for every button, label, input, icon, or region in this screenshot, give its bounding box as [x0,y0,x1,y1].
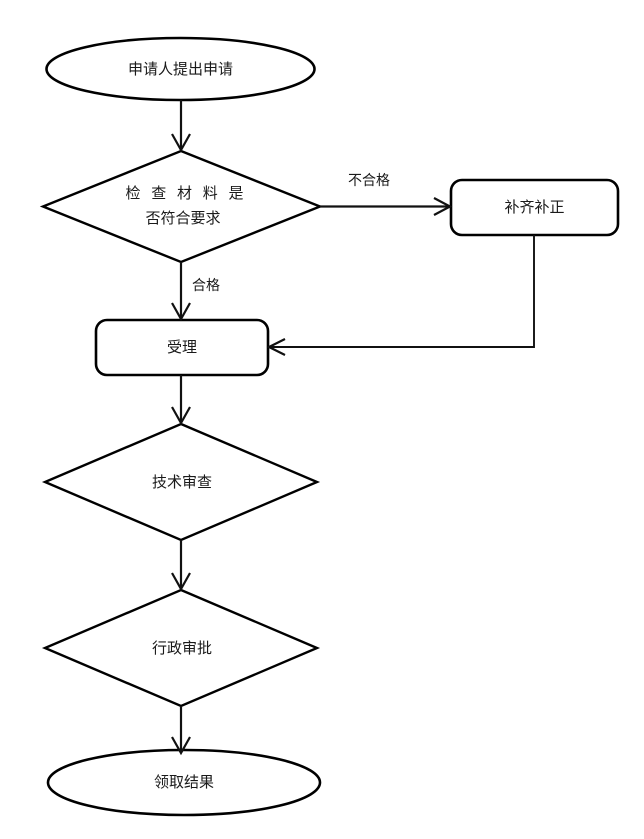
node-administrative-approval-label: 行政审批 [151,639,212,657]
edge-check-materials-to-supplement [320,197,453,216]
node-start-label: 申请人提出申请 [127,60,233,78]
node-supplement-label: 补齐补正 [504,198,565,216]
node-accept-label: 受理 [166,338,197,356]
node-end-shape[interactable] [46,748,322,817]
edge-technical-review-to-administrative-approval [171,540,191,592]
edge-label-fail: 不合格 [348,173,390,189]
edge-start-to-check-materials [171,100,191,153]
node-technical-review-label: 技术审查 [151,473,212,491]
edge-label-pass: 合格 [192,278,220,294]
edge-accept-to-technical-review [171,375,191,426]
node-end-label: 领取结果 [153,773,214,791]
node-check-materials-label-line2: 否符合要求 [145,209,221,227]
node-check-materials-text-line1: 检 查 材 料 是 [125,184,247,202]
edge-supplement-to-accept [266,235,535,356]
node-check-materials-label-line1: 检 查 材 料 是 [51,181,321,206]
edge-check-materials-to-accept [171,262,191,322]
edge-administrative-approval-to-end [171,706,191,756]
